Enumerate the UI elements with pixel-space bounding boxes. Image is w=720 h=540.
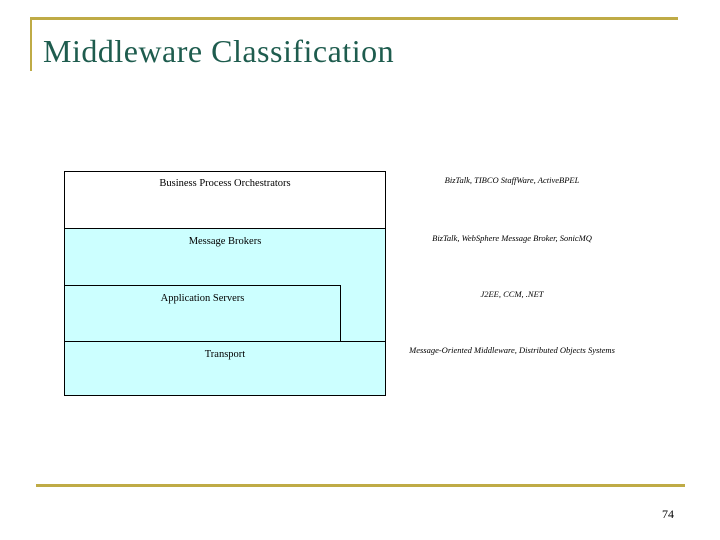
layer-box-business-process-orchestrators: Business Process Orchestrators (64, 171, 386, 229)
annotation-application-servers: J2EE, CCM, .NET (480, 289, 544, 299)
page-number: 74 (662, 507, 674, 521)
layer-label-application-servers: Application Servers (160, 293, 245, 304)
layer-box-transport: Transport (64, 341, 386, 396)
title-left-accent-line (30, 17, 32, 71)
bottom-accent-line (36, 484, 685, 487)
layer-label-message-brokers: Message Brokers (188, 236, 262, 247)
slide-title: Middleware Classification (43, 33, 395, 69)
layer-box-application-servers: Application Servers (64, 285, 341, 342)
annotation-business-process-orchestrators: BizTalk, TIBCO StaffWare, ActiveBPEL (444, 175, 580, 185)
annotation-message-brokers: BizTalk, WebSphere Message Broker, Sonic… (432, 233, 592, 243)
layer-label-transport: Transport (204, 349, 246, 360)
layer-label-business-process-orchestrators: Business Process Orchestrators (159, 178, 291, 189)
top-accent-line (30, 17, 678, 20)
annotation-transport: Message-Oriented Middleware, Distributed… (409, 345, 615, 355)
